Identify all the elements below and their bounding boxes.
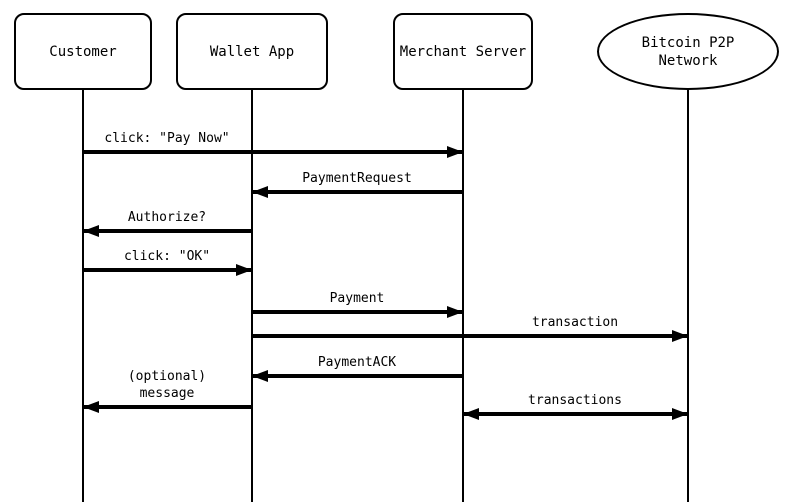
lifeline-merchant-server — [462, 90, 464, 502]
arrow-click-ok — [83, 268, 252, 272]
actor-customer: Customer — [14, 13, 152, 90]
arrowhead-right-payment — [447, 306, 463, 318]
arrowhead-left-payment-request — [252, 186, 268, 198]
label-payment: Payment — [329, 291, 385, 306]
arrowhead-left-transactions — [463, 408, 479, 420]
label-authorize: Authorize? — [127, 210, 207, 225]
label-click-ok: click: "OK" — [123, 249, 211, 264]
label-payment-request: PaymentRequest — [302, 171, 412, 186]
actor-merchant-server: Merchant Server — [393, 13, 533, 90]
label-optional-message: (optional) message — [127, 369, 207, 401]
actor-label-customer: Customer — [49, 43, 117, 60]
arrowhead-right-transaction — [672, 330, 688, 342]
label-transaction: transaction — [531, 315, 619, 330]
arrowhead-left-authorize — [83, 225, 99, 237]
arrowhead-left-payment-ack — [252, 370, 268, 382]
arrow-authorize — [83, 229, 252, 233]
actor-label-wallet-app: Wallet App — [209, 43, 295, 60]
lifeline-customer — [82, 90, 84, 502]
arrow-transactions — [463, 412, 688, 416]
arrowhead-left-optional-message — [83, 401, 99, 413]
arrow-transaction — [252, 334, 688, 338]
lifeline-bitcoin-p2p-network — [687, 90, 689, 502]
arrow-payment-request — [252, 190, 463, 194]
actor-wallet-app: Wallet App — [176, 13, 328, 90]
actor-label-merchant-server: Merchant Server — [399, 43, 527, 60]
actor-label-bitcoin-p2p-network: Bitcoin P2P Network — [641, 34, 735, 69]
lifeline-wallet-app — [251, 90, 253, 502]
arrow-payment — [252, 310, 463, 314]
label-transactions: transactions — [528, 393, 622, 408]
label-click-pay-now: click: "Pay Now" — [104, 131, 230, 146]
arrowhead-right-click-pay-now — [447, 146, 463, 158]
arrow-payment-ack — [252, 374, 463, 378]
arrowhead-right-click-ok — [236, 264, 252, 276]
arrow-optional-message — [83, 405, 252, 409]
label-payment-ack: PaymentACK — [317, 355, 397, 370]
arrowhead-right-transactions — [672, 408, 688, 420]
arrow-click-pay-now — [83, 150, 463, 154]
actor-bitcoin-p2p-network: Bitcoin P2P Network — [597, 13, 779, 90]
